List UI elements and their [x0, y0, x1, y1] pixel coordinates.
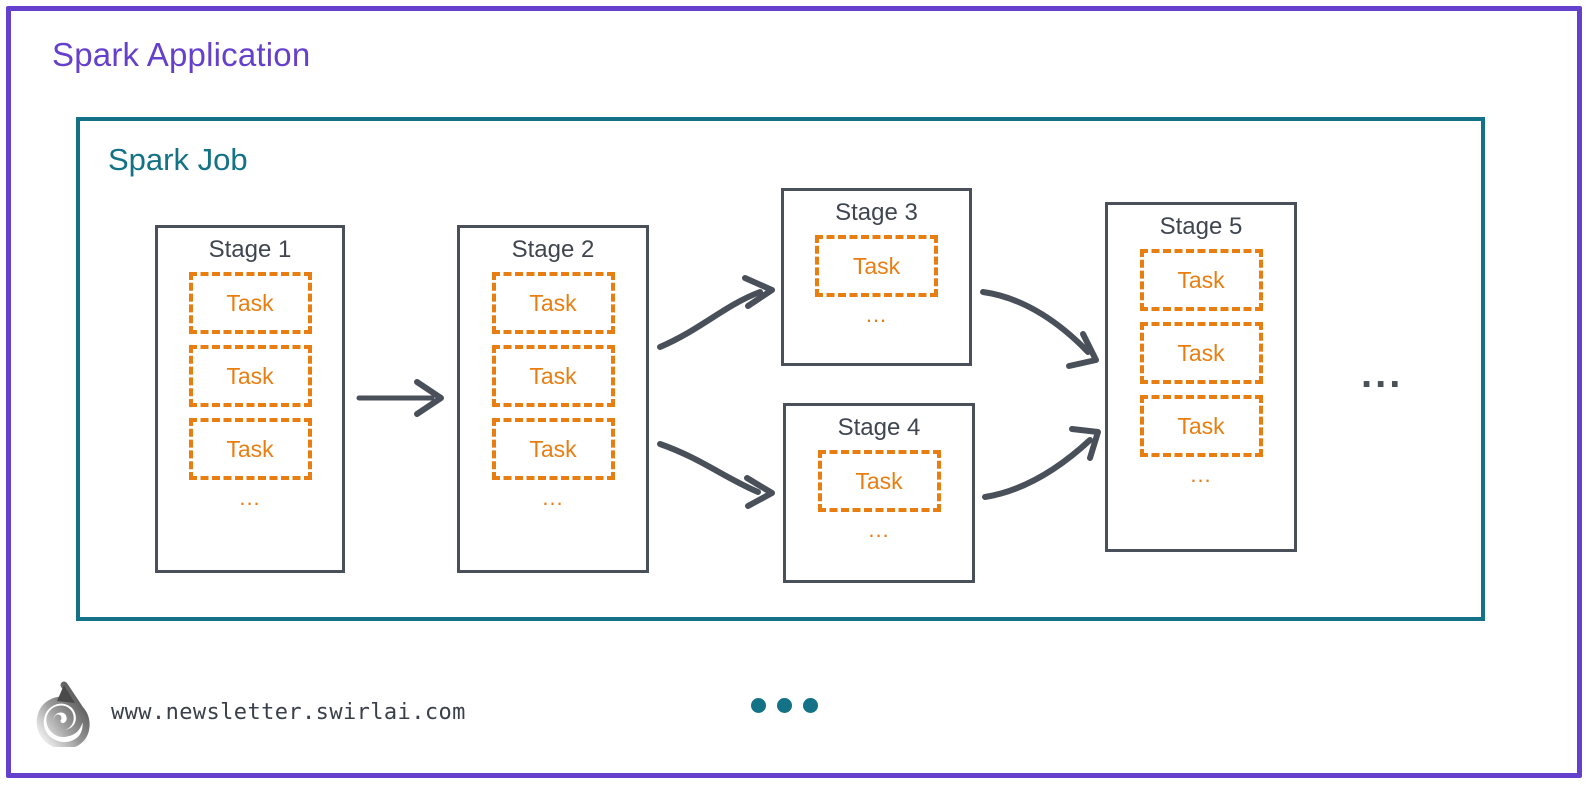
task-box[interactable]: Task — [188, 345, 312, 407]
spark-job-title: Spark Job — [108, 142, 248, 177]
task-box[interactable]: Task — [491, 345, 615, 407]
spark-job-frame — [76, 117, 1485, 621]
stage-box-stage-3[interactable]: Stage 3 Task ... — [781, 188, 972, 366]
task-box[interactable]: Task — [188, 418, 312, 480]
stage-box-stage-2[interactable]: Stage 2 Task Task Task ... — [457, 225, 649, 573]
stage-more-tasks-ellipsis: ... — [1190, 462, 1212, 487]
task-box[interactable]: Task — [815, 235, 938, 297]
stage-more-tasks-ellipsis: ... — [542, 485, 564, 510]
task-box[interactable]: Task — [1139, 249, 1263, 311]
footer-dot — [777, 698, 792, 713]
footer-dot — [751, 698, 766, 713]
stage-title: Stage 3 — [835, 199, 918, 226]
stage-box-stage-1[interactable]: Stage 1 Task Task Task ... — [155, 225, 345, 573]
task-box[interactable]: Task — [1139, 322, 1263, 384]
footer-dot — [803, 698, 818, 713]
task-box[interactable]: Task — [491, 272, 615, 334]
task-box[interactable]: Task — [188, 272, 312, 334]
stage-title: Stage 2 — [511, 236, 595, 263]
stage-title: Stage 1 — [208, 236, 292, 263]
spark-application-frame — [6, 6, 1582, 778]
stage-more-tasks-ellipsis: ... — [239, 485, 261, 510]
task-box[interactable]: Task — [817, 450, 941, 512]
stage-title: Stage 4 — [837, 414, 921, 441]
stage-title: Stage 5 — [1159, 213, 1243, 240]
task-box[interactable]: Task — [1139, 395, 1263, 457]
task-box[interactable]: Task — [491, 418, 615, 480]
stage-box-stage-5[interactable]: Stage 5 Task Task Task ... — [1105, 202, 1297, 552]
stage-more-tasks-ellipsis: ... — [865, 302, 888, 327]
footer-dots — [751, 698, 818, 713]
more-stages-ellipsis: ... — [1361, 352, 1404, 396]
spark-application-title: Spark Application — [52, 36, 311, 73]
stage-box-stage-4[interactable]: Stage 4 Task ... — [783, 403, 975, 583]
newsletter-url-text[interactable]: www.newsletter.swirlai.com — [111, 700, 466, 725]
stage-more-tasks-ellipsis: ... — [868, 517, 890, 542]
swirlai-spiral-logo-icon — [36, 681, 90, 747]
